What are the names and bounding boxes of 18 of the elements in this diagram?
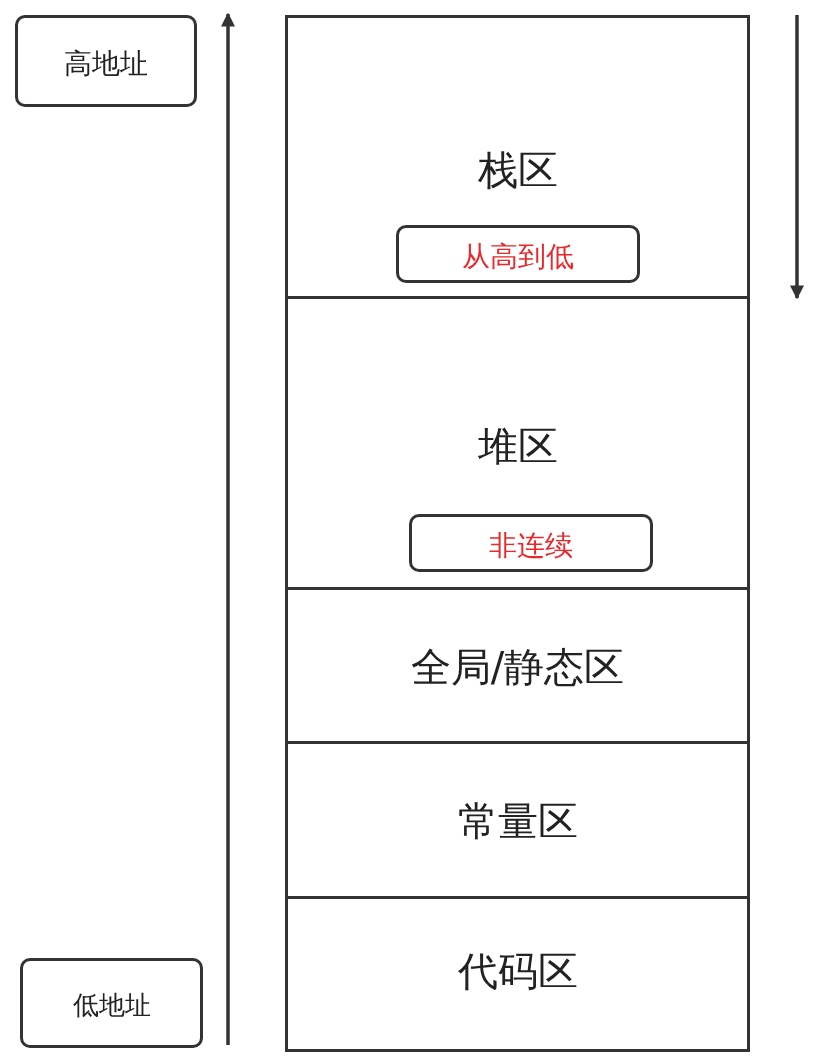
region-label: 常量区 [456,797,579,846]
global-static-region-box [285,587,750,744]
region-label: 堆区 [476,422,559,471]
address-label: 低地址 [71,989,152,1022]
stack-region-box [285,15,750,299]
heap-region-box [285,296,750,590]
region-label: 全局/静态区 [409,643,626,692]
address-box [15,15,197,107]
code-region-box [285,896,750,1052]
address-label: 高地址 [63,46,149,82]
note-box [409,514,653,572]
note-text: 从高到低 [461,239,575,275]
constant-region-box [285,741,750,899]
region-label: 代码区 [456,947,579,996]
note-box [396,225,640,283]
address-box [20,958,203,1048]
note-text: 非连续 [488,528,574,564]
region-label: 栈区 [476,146,559,195]
